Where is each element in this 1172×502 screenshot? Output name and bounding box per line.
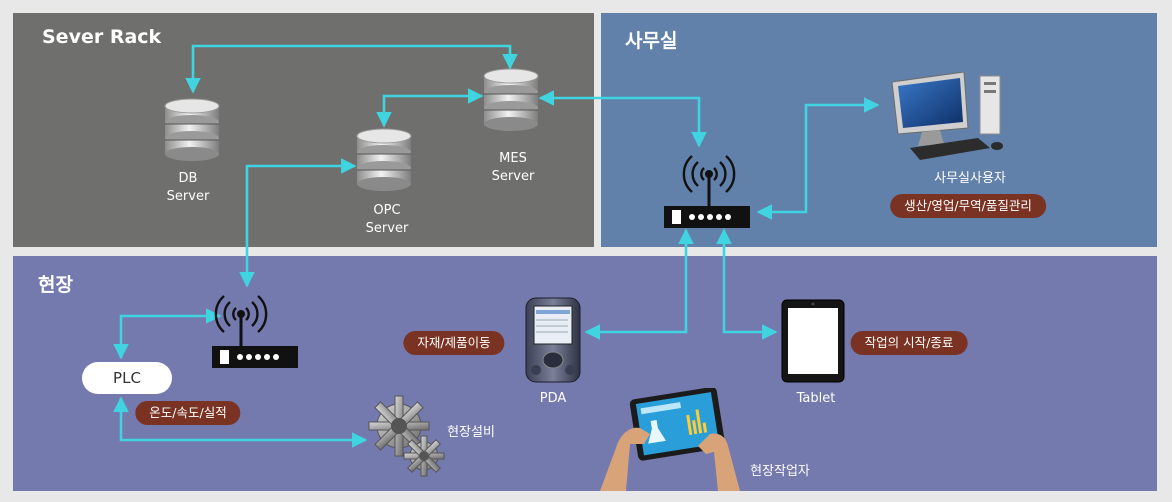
wifi-router-icon — [212, 295, 298, 368]
db-server-line2: Server — [166, 189, 210, 204]
equipment-label: 현장설비 — [447, 425, 495, 440]
link-router-plc — [113, 308, 222, 360]
database-icon — [356, 128, 412, 191]
field-title: 현장 — [38, 274, 73, 296]
pda-label: PDA — [539, 391, 567, 406]
pda-icon — [525, 297, 581, 383]
tablet-icon — [781, 299, 845, 383]
opc-server-line1: OPC — [373, 203, 401, 218]
server-rack-title: Sever Rack — [42, 26, 162, 48]
pda-tasks-badge: 자재/제품이동 — [403, 331, 505, 355]
office-tasks-badge: 생산/영업/무역/품질관리 — [890, 194, 1046, 218]
link-opc-mes — [376, 88, 484, 128]
link-mes-office-router — [538, 90, 707, 148]
db-server-label: DB Server — [167, 170, 210, 206]
office-title: 사무실 — [625, 30, 678, 52]
link-opc-router — [239, 158, 357, 288]
link-db-mes — [185, 44, 518, 94]
db-server-line1: DB — [178, 171, 198, 186]
hands-tablet-icon — [600, 388, 740, 491]
opc-server-label: OPC Server — [366, 202, 409, 238]
link-router-office-pc — [756, 97, 880, 220]
worker-label: 현장작업자 — [750, 464, 810, 479]
mes-server-line2: Server — [491, 169, 535, 184]
mes-server-line1: MES — [499, 151, 527, 166]
tablet-tasks-badge: 작업의 시작/종료 — [850, 331, 968, 355]
tablet-label: Tablet — [796, 391, 836, 406]
gears-icon — [368, 395, 445, 477]
database-icon — [483, 68, 539, 131]
wifi-router-icon — [664, 155, 750, 228]
database-icon — [164, 98, 220, 161]
plc-node: PLC — [82, 362, 172, 394]
mes-server-label: MES Server — [492, 150, 535, 186]
link-plc-equipment — [113, 396, 368, 448]
link-router-pda — [584, 228, 694, 340]
plc-data-badge: 온도/속도/실적 — [135, 401, 241, 425]
office-user-label: 사무실사용자 — [934, 171, 1006, 186]
desktop-computer-icon — [891, 72, 1003, 160]
opc-server-line2: Server — [365, 221, 409, 236]
link-router-tablet — [716, 228, 778, 340]
